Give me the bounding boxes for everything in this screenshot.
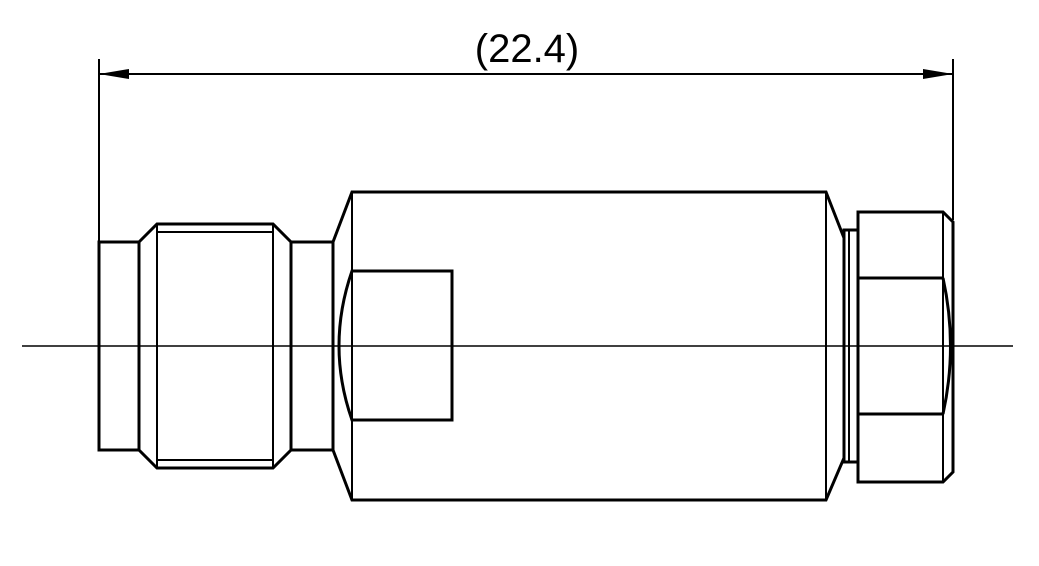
- dimension-arrow-left: [99, 69, 129, 79]
- left-plug-end: [97, 222, 335, 470]
- hex-nut-outline: [856, 210, 955, 484]
- overall-length-label: (22.4): [475, 27, 580, 71]
- hex-arc: [941, 277, 952, 415]
- internal-bore: [337, 269, 454, 422]
- right-hex-nut: [842, 210, 955, 484]
- dimension-arrow-right: [923, 69, 953, 79]
- overall-length-dimension: (22.4): [98, 27, 954, 242]
